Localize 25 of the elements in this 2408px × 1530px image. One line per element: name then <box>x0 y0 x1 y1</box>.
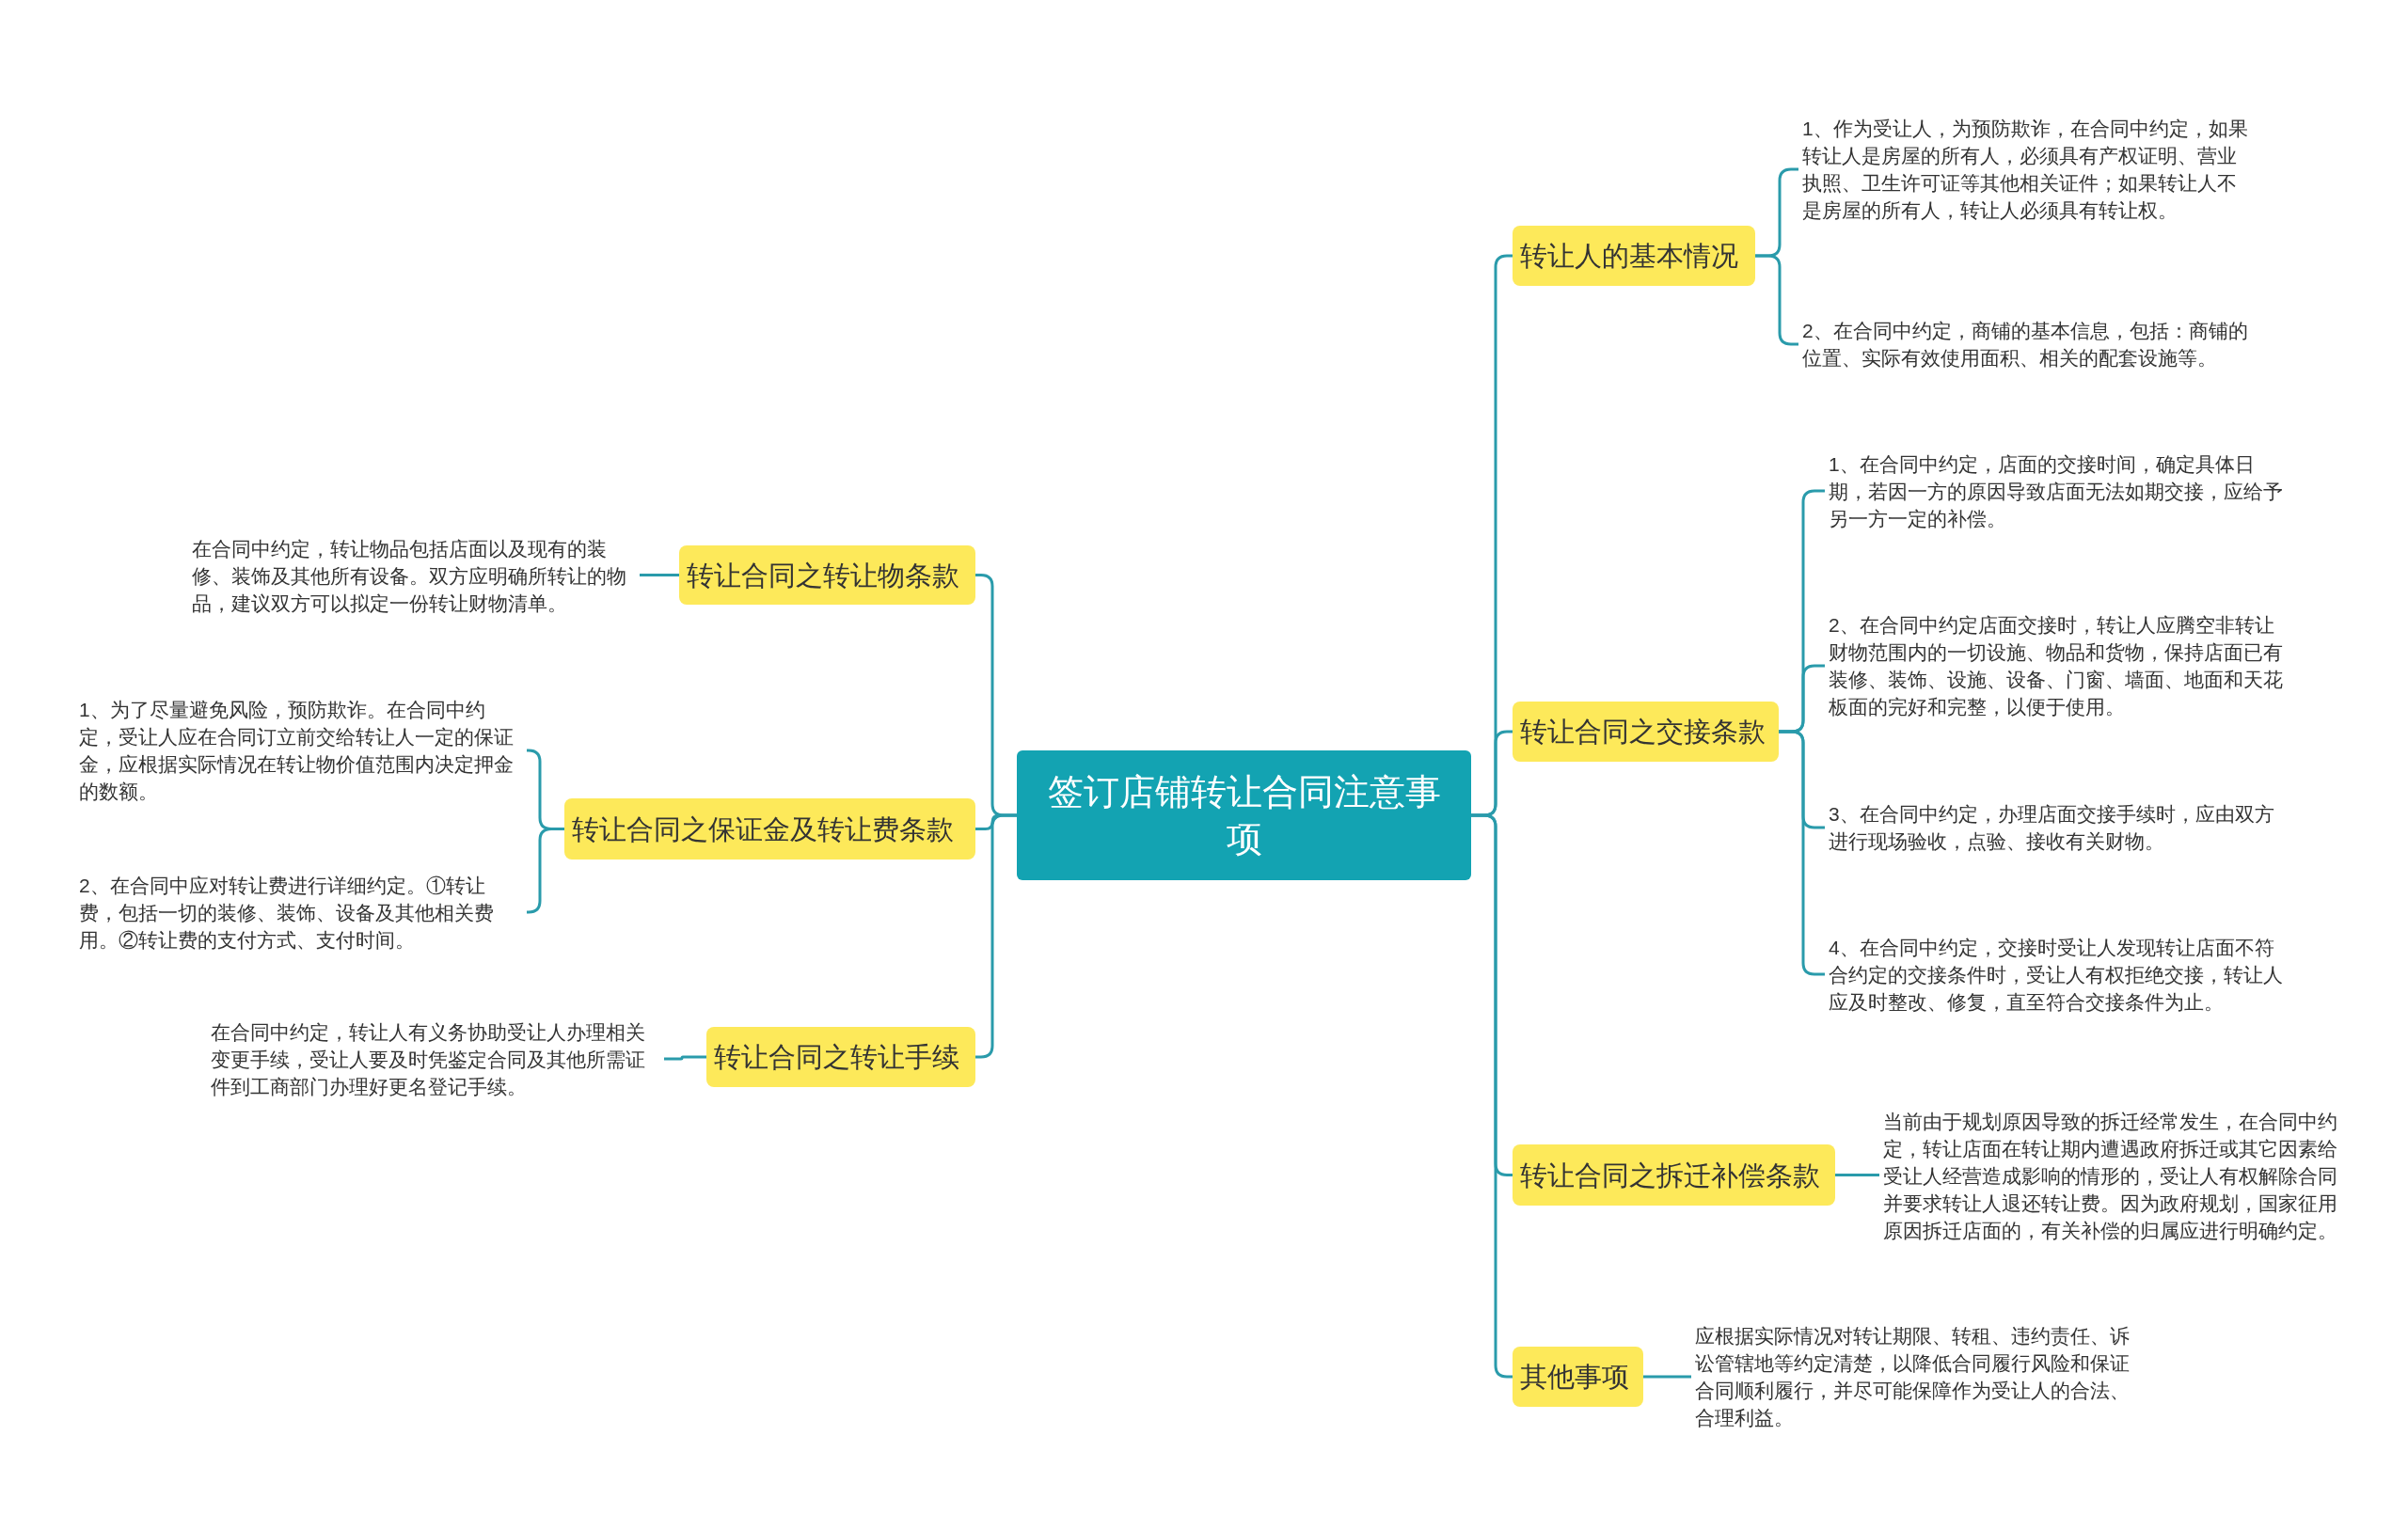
note-text: 1、在合同中约定，店面的交接时间，确定具体日期，若因一方的原因导致店面无法如期交接，应给予另一方一定的补偿。 <box>1825 444 2295 538</box>
connector-line <box>1835 1174 1879 1176</box>
topic-box: 转让合同之转让物条款 <box>679 545 975 605</box>
topic-box: 转让人的基本情况 <box>1513 226 1755 286</box>
connector-line <box>975 813 1017 1059</box>
topic-box: 转让合同之转让手续 <box>706 1027 975 1087</box>
note-text: 4、在合同中约定，交接时受让人发现转让店面不符合约定的交接条件时，受让人有权拒绝交接，转让人应及时整改、修复，直至符合交接条件为止。 <box>1825 914 2295 1034</box>
connector-line <box>640 574 679 576</box>
topic-box: 转让合同之拆迁补偿条款 <box>1513 1144 1835 1206</box>
note-text: 当前由于规划原因导致的拆迁经常发生，在合同中约定，转让店面在转让期内遭遇政府拆迁或其它因素给受让人经营造成影响的情形的，受让人有权解除合同并要求转让人退还转让费。因为政府规划，国家征用原因拆迁店面的，有关补偿的归属应进行明确约定。 <box>1879 1087 2350 1264</box>
note-text: 2、在合同中约定，商铺的基本信息，包括：商铺的位置、实际有效使用面积、相关的配套设施等。 <box>1798 299 2256 389</box>
note-text: 在合同中约定，转让物品包括店面以及现有的装修、装饰及其他所有设备。双方应明确所转让的物品，建议双方可以拟定一份转让财物清单。 <box>188 515 640 636</box>
note-text: 应根据实际情况对转让期限、转租、违约责任、诉讼管辖地等约定清楚，以降低合同履行风险和保证合同顺利履行，并尽可能保障作为受让人的合法、合理利益。 <box>1691 1317 2148 1437</box>
topic-box: 其他事项 <box>1513 1347 1643 1407</box>
note-text: 1、作为受让人，为预防欺诈，在合同中约定，如果转让人是房屋的所有人，必须具有产权证明、营业执照、卫生许可证等其他相关证件；如果转让人不是房屋的所有人，转让人必须具有转让权。 <box>1798 94 2256 244</box>
topic-box: 转让合同之交接条款 <box>1513 702 1779 762</box>
topic-box: 转让合同之保证金及转让费条款 <box>564 798 975 860</box>
central-topic-box: 签订店铺转让合同注意事项 <box>1017 750 1471 880</box>
note-text: 2、在合同中应对转让费进行详细约定。①转让费，包括一切的装修、装饰、设备及其他相关费用。②转让费的支付方式、支付时间。 <box>75 865 527 959</box>
connector-line <box>1643 1375 1691 1379</box>
connector-line <box>664 1055 706 1061</box>
note-text: 在合同中约定，转让人有义务协助受让人办理相关变更手续，受让人要及时凭鉴定合同及其他所需证件到工商部门办理好更名登记手续。 <box>207 1012 664 1106</box>
note-text: 3、在合同中约定，办理店面交接手续时，应由双方进行现场验收，点验、接收有关财物。 <box>1825 794 2295 861</box>
note-text: 1、为了尽量避免风险，预防欺诈。在合同中约定，受让人应在合同订立前交给转让人一定的保证金，应根据实际情况在转让物价值范围内决定押金的数额。 <box>75 690 527 811</box>
note-text: 2、在合同中约定店面交接时，转让人应腾空非转让财物范围内的一切设施、物品和货物，保持店面已有装修、装饰、设施、设备、门窗、墙面、地面和天花板面的完好和完整，以便于使用。 <box>1825 591 2295 741</box>
